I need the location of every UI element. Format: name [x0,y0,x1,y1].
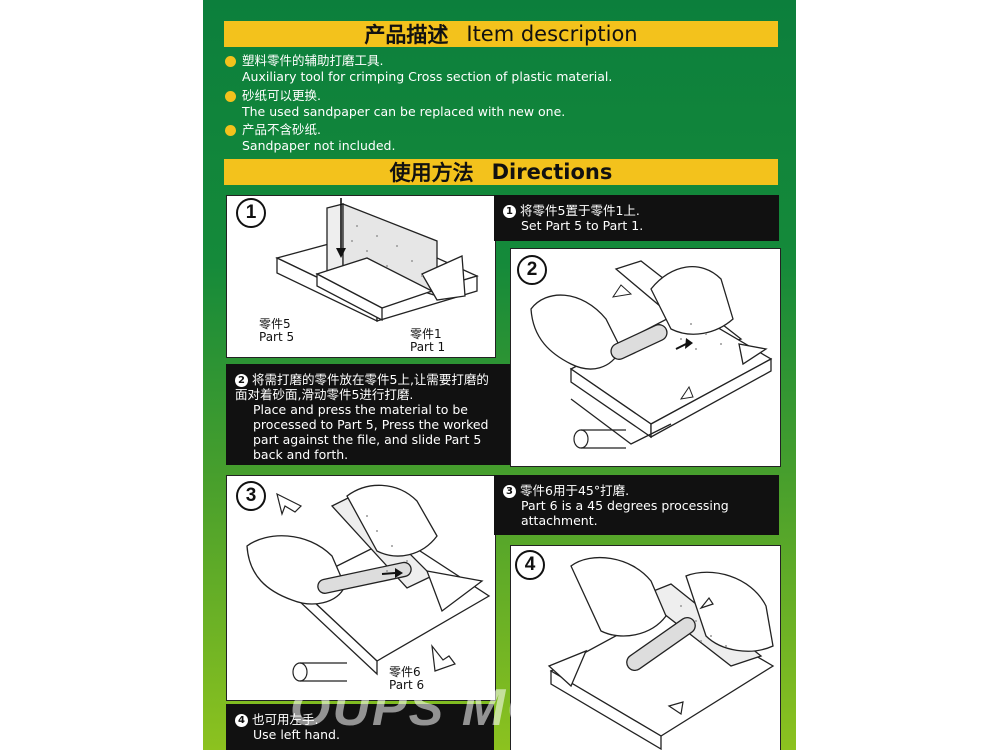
step-4-caption-number: 4 [235,714,248,727]
sanding-tool-part-1-icon [275,198,479,323]
step-2-caption-cn: 将需打磨的零件放在零件5上,让需要打磨的面对着砂面,滑动零件5进行打磨. [235,372,489,402]
step-1-badge: 1 [236,198,266,228]
part-1-label-en: Part 1 [410,340,446,354]
step-1-caption-cn: 将零件5置于零件1上. [520,203,640,218]
hand-sanding-icon [530,260,773,449]
left-hand-sanding-icon [547,556,775,750]
step-4-caption-cn: 也可用左手. [252,712,319,727]
step-4-caption: 4 也可用左手. Use left hand. [226,704,494,750]
description-bullet-2: 砂纸可以更换. The used sandpaper can be replac… [225,88,565,120]
step-3-caption-cn: 零件6用于45°打磨. [520,483,630,498]
part-5-label-en: Part 5 [259,330,295,344]
part-5-label-cn: 零件5 [259,317,291,331]
directions-title-en: Directions [491,160,613,184]
step-1-caption-en: Set Part 5 to Part 1. [521,218,644,233]
step-2-badge: 2 [517,255,547,285]
step-3-caption: 3 零件6用于45°打磨. Part 6 is a 45 degrees proc… [494,475,779,535]
forty-five-degree-sanding-icon [246,484,491,682]
part-6-label: 零件6 Part 6 [389,666,424,692]
part-6-label-cn: 零件6 [389,665,421,679]
description-bullet-1: 塑料零件的辅助打磨工具. Auxiliary tool for crimping… [225,53,612,85]
item-description-title-cn: 产品描述 [364,23,449,47]
directions-banner: 使用方法 Directions [224,159,778,185]
step-3-badge: 3 [236,481,266,511]
instruction-panel: 产品描述 Item description 塑料零件的辅助打磨工具. Auxil… [203,0,796,750]
step-2-caption-en: Place and press the material to be proce… [253,402,489,462]
description-bullet-3: 产品不含砂纸. Sandpaper not included. [225,122,395,154]
step-3-illustration [226,475,496,701]
part-1-label-cn: 零件1 [410,327,442,341]
step-4-illustration [510,545,781,750]
part-6-label-en: Part 6 [389,678,425,692]
directions-title-cn: 使用方法 [389,161,474,185]
step-4-caption-en: Use left hand. [253,727,340,742]
step-3-caption-number: 3 [503,485,516,498]
step-3-caption-en: Part 6 is a 45 degrees processing attach… [521,498,729,528]
item-description-banner: 产品描述 Item description [224,21,778,47]
step-1-illustration [226,195,496,358]
part-5-label: 零件5 Part 5 [259,318,294,344]
bullet-3-cn: 产品不含砂纸. [242,122,321,137]
bullet-3-en: Sandpaper not included. [242,138,396,153]
step-2-illustration [510,248,781,467]
step-1-caption: 1 将零件5置于零件1上. Set Part 5 to Part 1. [494,195,779,241]
bullet-dot-icon [225,91,236,102]
item-description-title-en: Item description [466,22,638,46]
bullet-2-cn: 砂纸可以更换. [242,88,321,103]
bullet-dot-icon [225,56,236,67]
bullet-1-en: Auxiliary tool for crimping Cross sectio… [242,69,613,84]
bullet-2-en: The used sandpaper can be replaced with … [242,104,566,119]
bullet-1-cn: 塑料零件的辅助打磨工具. [242,53,384,68]
watermark: OUPS MO [290,679,550,737]
bullet-dot-icon [225,125,236,136]
part-1-label: 零件1 Part 1 [410,328,445,354]
step-4-badge: 4 [515,550,545,580]
step-2-caption-number: 2 [235,374,248,387]
step-1-caption-number: 1 [503,205,516,218]
